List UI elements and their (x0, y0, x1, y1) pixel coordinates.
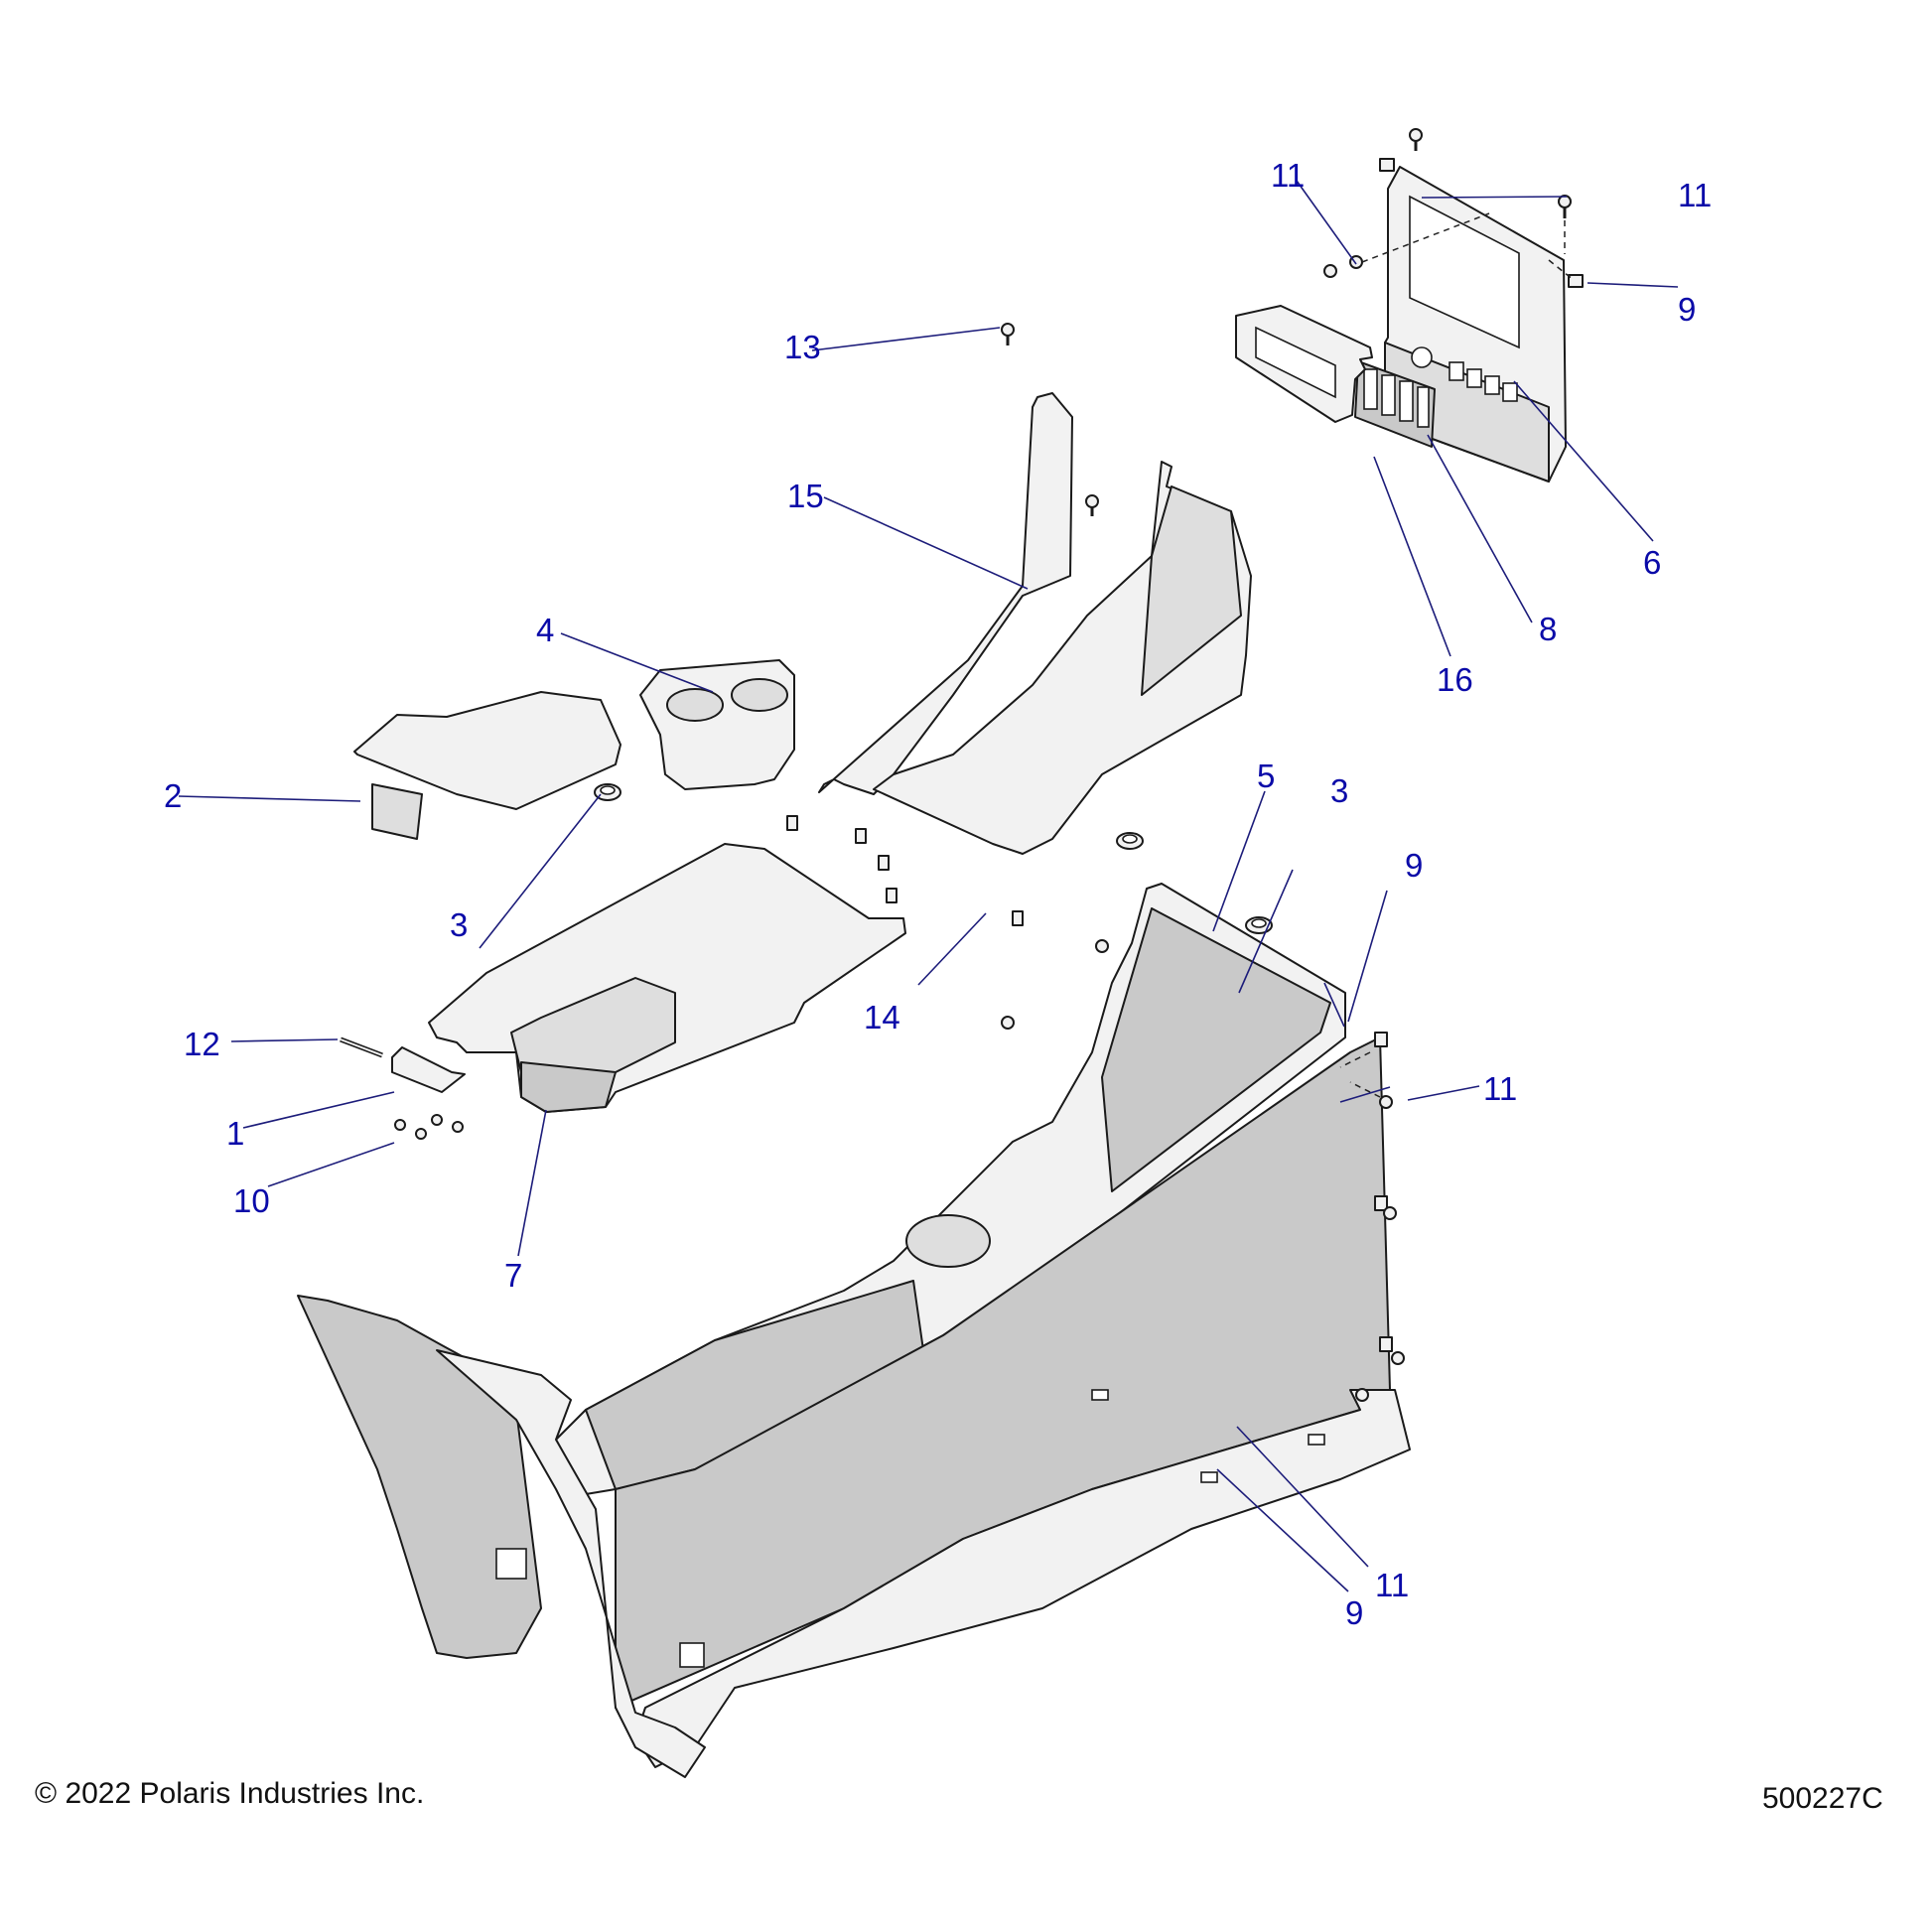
screw-11-top (1409, 128, 1423, 151)
callout-13[interactable]: 13 (784, 329, 821, 365)
part-7-storage-tray (428, 843, 906, 1113)
callout-1[interactable]: 1 (226, 1115, 245, 1152)
screws-11-left-pair (1323, 255, 1363, 278)
grommet-3-right (1245, 916, 1273, 934)
part-side-panel-left (297, 1295, 706, 1778)
screws-10 (394, 1114, 464, 1140)
callout-11[interactable]: 11 (1678, 177, 1713, 213)
callout-10[interactable]: 10 (233, 1182, 270, 1219)
part-4-cup-holder (639, 659, 795, 790)
leader-lines (178, 180, 1679, 1592)
callout-3[interactable]: 3 (1330, 772, 1349, 809)
callout-9[interactable]: 9 (1405, 847, 1424, 884)
callout-9[interactable]: 9 (1678, 291, 1697, 328)
callout-15[interactable]: 15 (787, 478, 824, 514)
part-8-switch-bezel (1354, 360, 1436, 448)
part-16-bezel-surround (1235, 305, 1373, 423)
callout-4[interactable]: 4 (536, 612, 555, 648)
callout-2[interactable]: 2 (164, 777, 183, 814)
callout-14[interactable]: 14 (864, 999, 900, 1035)
part-12-hinge-pin (340, 1036, 383, 1058)
screw-upper-trim (1085, 494, 1099, 516)
part-5-console-body (555, 883, 1411, 1768)
callout-11[interactable]: 11 (1483, 1070, 1518, 1107)
part-15-upper-trim (818, 392, 1073, 795)
callout-11[interactable]: 11 (1271, 157, 1306, 194)
screw-11-right (1558, 195, 1572, 218)
callout-7[interactable]: 7 (504, 1257, 523, 1294)
grommet-3-center (1116, 832, 1144, 850)
nut-9-right (1568, 274, 1584, 288)
copyright-text: © 2022 Polaris Industries Inc. (35, 1777, 425, 1810)
fasteners-right-side (1355, 1032, 1405, 1402)
callout-8[interactable]: 8 (1539, 611, 1558, 647)
callout-6[interactable]: 6 (1643, 544, 1662, 581)
push-clips-14 (786, 815, 1024, 926)
part-center-trim-panel (873, 461, 1252, 855)
callout-11[interactable]: 11 (1375, 1567, 1410, 1603)
screw-13 (1001, 323, 1015, 345)
part-1-hinge-bracket (391, 1046, 466, 1093)
grommet-3-left (594, 783, 621, 801)
drawing-number: 500227C (1762, 1782, 1883, 1815)
callout-9[interactable]: 9 (1345, 1594, 1364, 1631)
part-2-armrest-lid (353, 691, 621, 840)
callout-3[interactable]: 3 (450, 906, 469, 943)
callout-16[interactable]: 16 (1437, 661, 1473, 698)
nut-9-top-left (1379, 158, 1395, 172)
loose-screws (1001, 939, 1109, 1030)
callout-5[interactable]: 5 (1257, 758, 1276, 794)
callout-12[interactable]: 12 (184, 1026, 220, 1062)
